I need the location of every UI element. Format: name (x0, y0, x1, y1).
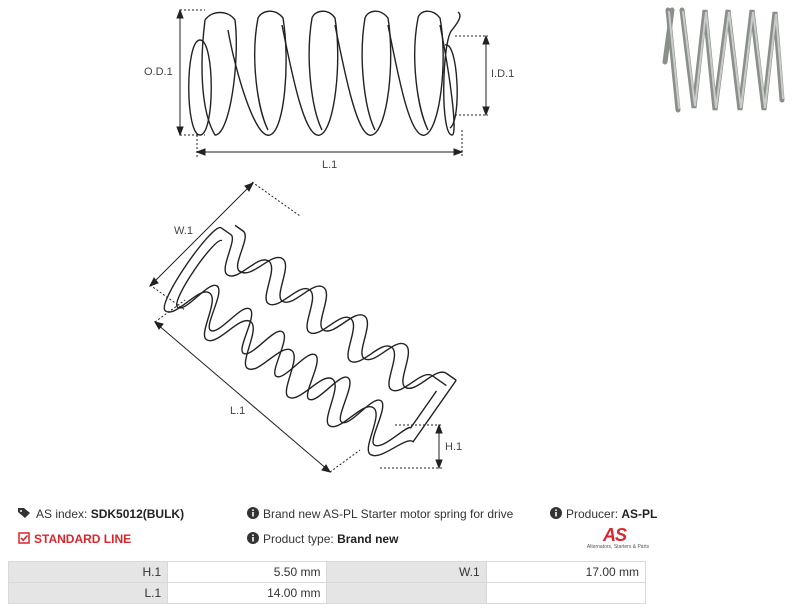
info-icon (247, 507, 259, 522)
w-label: W.1 (174, 225, 193, 237)
w-dimension (148, 181, 301, 311)
param-label: H.1 (7, 561, 169, 583)
od-label: O.D.1 (144, 66, 173, 78)
as-index-row: AS index: SDK5012(BULK) (18, 507, 184, 522)
as-pl-logo: AS Alternators, Starters & Parts (583, 525, 653, 553)
logo-mark: AS (603, 525, 627, 545)
technical-drawing: O.D.1 I.D.1 L.1 W.1 L.1 (144, 7, 785, 473)
od-dimension (176, 8, 205, 137)
param-value: 14.00 mm (167, 582, 328, 604)
product-type-value: Brand new (337, 532, 399, 546)
producer-label: Producer: (566, 507, 619, 521)
as-index-value: SDK5012(BULK) (90, 507, 185, 521)
product-type-label: Product type: (263, 532, 334, 546)
standard-line-row: STANDARD LINE (18, 532, 131, 547)
param-value: 17.00 mm (485, 561, 647, 583)
param-label: L.1 (7, 582, 169, 604)
description-row: Brand new AS-PL Starter motor spring for… (247, 507, 513, 522)
param-label: W.1 (326, 561, 487, 583)
standard-line-label: STANDARD LINE (34, 532, 132, 546)
spring-outline-view (163, 224, 457, 457)
param-label (326, 582, 487, 604)
description-text: Brand new AS-PL Starter motor spring for… (263, 507, 514, 521)
l-bottom-dimension (153, 299, 361, 473)
producer-row: Producer: AS-PL (550, 507, 657, 522)
l-top-dimension (195, 130, 464, 157)
id-label: I.D.1 (491, 68, 514, 80)
as-index-label: AS index: (36, 507, 88, 521)
id-dimension (455, 34, 490, 117)
table-row: L.1 14.00 mm (7, 582, 647, 604)
check-square-icon (18, 532, 30, 547)
h-dimension (380, 423, 443, 470)
l-bottom-label: L.1 (230, 405, 245, 417)
h-label: H.1 (445, 441, 462, 453)
parameters-table: H.1 5.50 mm W.1 17.00 mm L.1 14.00 mm (7, 561, 647, 604)
info-icon (550, 507, 562, 522)
product-type-row: Product type: Brand new (247, 532, 398, 547)
param-value (485, 582, 647, 604)
product-photo (662, 7, 785, 113)
logo-tagline: Alternators, Starters & Parts (586, 544, 650, 550)
table-row: H.1 5.50 mm W.1 17.00 mm (7, 561, 647, 583)
spring-side-view (188, 10, 461, 136)
param-value: 5.50 mm (167, 561, 328, 583)
l-top-label: L.1 (322, 159, 337, 171)
tags-icon (18, 507, 32, 522)
info-icon (247, 532, 259, 547)
producer-value: AS-PL (621, 507, 658, 521)
